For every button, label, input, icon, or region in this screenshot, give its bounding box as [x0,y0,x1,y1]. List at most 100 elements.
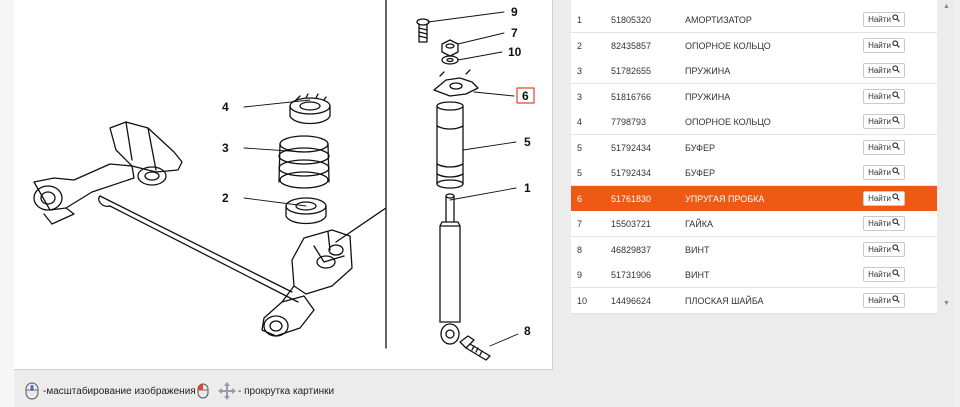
flat-washer [441,55,459,65]
zoom-hint: -масштабирование изображения [22,381,196,401]
search-icon [892,192,900,205]
window-right-edge [954,0,960,407]
position-number: 3 [577,91,583,102]
find-button[interactable]: Найти [863,267,905,282]
diagram-hint-bar: -масштабирование изображения - прокрутка… [14,370,552,407]
position-number: 1 [577,15,583,25]
search-icon [892,90,900,103]
part-name: ОПОРНОЕ КОЛЬЦО [685,40,771,51]
find-button[interactable]: Найти [863,216,905,231]
find-button[interactable]: Найти [863,292,905,308]
part-code: 51761830 [611,193,652,204]
table-scrollbar[interactable]: ▲ ▼ [940,0,954,312]
part-name: БУФЕР [685,142,715,153]
find-button-label: Найти [868,40,891,50]
find-button[interactable]: Найти [863,37,905,53]
position-number: 9 [577,270,583,280]
scroll-down-arrow[interactable]: ▼ [943,300,950,307]
search-icon [892,243,900,256]
coil-spring [278,135,330,189]
part-code: 51792434 [611,168,652,178]
callout-7[interactable]: 7 [511,26,518,40]
callout-8[interactable]: 8 [524,324,531,338]
find-button-label: Найти [868,15,891,24]
part-name: ПРУЖИНА [685,91,731,102]
part-name: ВИНТ [685,244,710,255]
find-button-label: Найти [868,142,891,152]
callout-4[interactable]: 4 [222,100,229,114]
detail-leader-line [335,207,387,243]
callout-10[interactable]: 10 [508,45,522,59]
window-left-edge [0,0,15,407]
find-button[interactable]: Найти [863,190,905,206]
find-button[interactable]: Найти [863,139,905,155]
elastic-plug [433,69,479,97]
callout-3[interactable]: 3 [222,141,229,155]
find-button-label: Найти [868,219,891,228]
find-button[interactable]: Найти [863,88,905,104]
part-name: УПРУГАЯ ПРОБКА [685,193,765,204]
part-name: ВИНТ [685,270,710,280]
nut [441,39,459,57]
position-number: 4 [577,117,583,127]
mouse-move-icon [196,381,216,401]
zoom-hint-label: -масштабирование изображения [43,385,196,397]
callout-2[interactable]: 2 [222,191,229,205]
scroll-up-arrow[interactable]: ▲ [943,3,950,10]
part-name: ОПОРНОЕ КОЛЬЦО [685,117,771,127]
table-row[interactable]: 2 82435857 ОПОРНОЕ КОЛЬЦО Найти [571,32,937,59]
position-number: 2 [577,40,583,51]
position-number: 5 [577,168,583,178]
table-row[interactable]: 6 51761830 УПРУГАЯ ПРОБКА Найти [571,185,937,212]
parts-diagram-panel[interactable]: 9 7 10 6 5 1 8 4 3 2 [14,0,553,370]
search-icon [892,115,900,128]
find-button-label: Найти [868,91,891,101]
find-button[interactable]: Найти [863,165,905,180]
callout-5[interactable]: 5 [524,135,531,149]
mouse-wheel-icon [22,381,42,401]
part-name: ПЛОСКАЯ ШАЙБА [685,295,764,306]
callout-1[interactable]: 1 [524,181,531,195]
table-row[interactable]: 5 51792434 БУФЕР Найти [571,134,937,161]
find-button[interactable]: Найти [863,114,905,129]
callout-leaders [243,11,519,347]
find-button[interactable]: Найти [863,63,905,78]
part-name: АМОРТИЗАТОР [685,15,752,25]
callout-9[interactable]: 9 [511,5,518,19]
find-button[interactable]: Найти [863,12,905,27]
part-code: 82435857 [611,40,652,51]
move-arrows-icon [217,381,237,401]
find-button-label: Найти [868,270,891,279]
callout-6[interactable]: 6 [522,89,529,103]
position-number: 6 [577,193,583,204]
position-number: 10 [577,295,588,306]
find-button-label: Найти [868,244,891,254]
shock-absorber [439,193,461,345]
part-code: 51816766 [611,91,652,102]
find-button-label: Найти [868,193,891,203]
find-button-label: Найти [868,117,891,126]
position-number: 8 [577,244,583,255]
find-button-label: Найти [868,295,891,305]
table-row[interactable]: 3 51816766 ПРУЖИНА Найти [571,83,937,110]
exploded-parts-diagram[interactable]: 9 7 10 6 5 1 8 4 3 2 [14,0,552,369]
support-ring-upper [289,93,331,125]
find-button-label: Найти [868,168,891,177]
part-name: ГАЙКА [685,219,713,229]
table-row[interactable]: 8 46829837 ВИНТ Найти [571,236,937,263]
position-number: 5 [577,142,583,153]
support-ring-lower [285,197,327,225]
part-code: 51792434 [611,142,652,153]
find-button[interactable]: Найти [863,241,905,257]
part-code: 46829837 [611,244,652,255]
callout-highlight-box [516,87,535,104]
part-name: ПРУЖИНА [685,66,731,76]
scroll-hint-label: - прокрутка картинки [238,385,335,397]
